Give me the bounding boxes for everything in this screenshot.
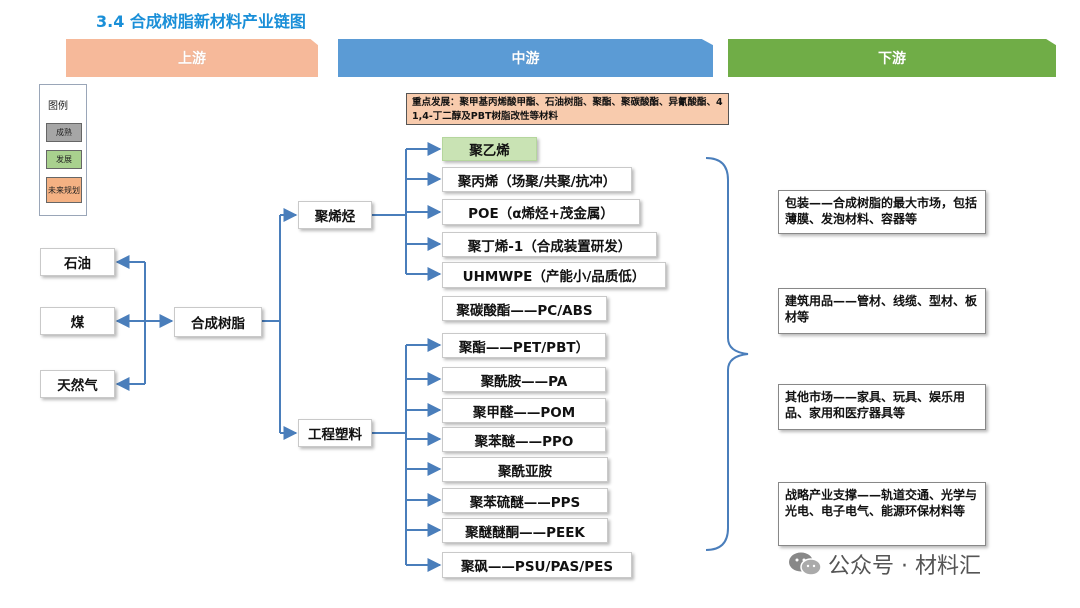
category-polyolefin: 聚烯烃 <box>298 201 372 229</box>
watermark: 公众号 · 材料汇 <box>788 548 981 580</box>
legend-title: 图例 <box>48 101 68 112</box>
legend-developing: 发展 <box>46 150 82 169</box>
market-construction: 建筑用品——管材、线缆、型材、板材等 <box>778 288 986 334</box>
watermark-text: 公众号 · 材料汇 <box>828 554 981 579</box>
product-polyphenylene-sulfide: 聚苯硫醚——PPS <box>442 488 608 513</box>
product-polypropylene: 聚丙烯（场聚/共聚/抗冲） <box>442 167 632 192</box>
focus-development-note: 重点发展：聚甲基丙烯酸甲酯、石油树脂、聚酯、聚碳酸酯、异氰酸酯、4 1,4-丁二… <box>406 93 729 125</box>
product-poe: POE（α烯烃+茂金属） <box>442 199 640 225</box>
legend: 图例 成熟 发展 未来规划 <box>39 84 87 216</box>
stage-upstream-banner: 上游 <box>66 39 318 77</box>
stage-downstream-banner: 下游 <box>728 39 1056 77</box>
product-polyethylene: 聚乙烯 <box>442 137 537 161</box>
market-other: 其他市场——家具、玩具、娱乐用品、家用和医疗器具等 <box>778 384 986 430</box>
raw-material-natural-gas: 天然气 <box>40 370 115 398</box>
product-polycarbonate: 聚碳酸酯——PC/ABS <box>442 296 607 321</box>
category-engineering-plastics: 工程塑料 <box>298 419 372 447</box>
product-polyphenylene-ether: 聚苯醚——PPO <box>442 427 606 452</box>
market-strategic-industries: 战略产业支撑——轨道交通、光学与光电、电子电气、能源环保材料等 <box>778 482 986 546</box>
legend-future: 未来规划 <box>46 177 82 203</box>
product-uhmwpe: UHMWPE（产能小/品质低） <box>442 262 666 288</box>
product-polysulfone: 聚砜——PSU/PAS/PES <box>442 552 632 578</box>
market-packaging: 包装——合成树脂的最大市场，包括薄膜、发泡材料、容器等 <box>778 190 986 234</box>
product-polyoxymethylene: 聚甲醛——POM <box>442 398 606 423</box>
legend-mature: 成熟 <box>46 123 82 142</box>
product-polyimide: 聚酰亚胺 <box>442 457 608 482</box>
product-polyester: 聚酯——PET/PBT） <box>442 333 606 358</box>
product-polybutene-1: 聚丁烯-1（合成装置研发） <box>442 232 657 257</box>
hub-synthetic-resin: 合成树脂 <box>174 307 262 337</box>
raw-material-coal: 煤 <box>40 307 115 335</box>
stage-midstream-banner: 中游 <box>338 39 713 77</box>
page-title: 3.4 合成树脂新材料产业链图 <box>96 12 306 31</box>
raw-material-oil: 石油 <box>40 248 115 276</box>
wechat-icon <box>789 552 822 576</box>
product-polyamide: 聚酰胺——PA <box>442 367 606 392</box>
product-peek: 聚醚醚酮——PEEK <box>442 518 608 543</box>
